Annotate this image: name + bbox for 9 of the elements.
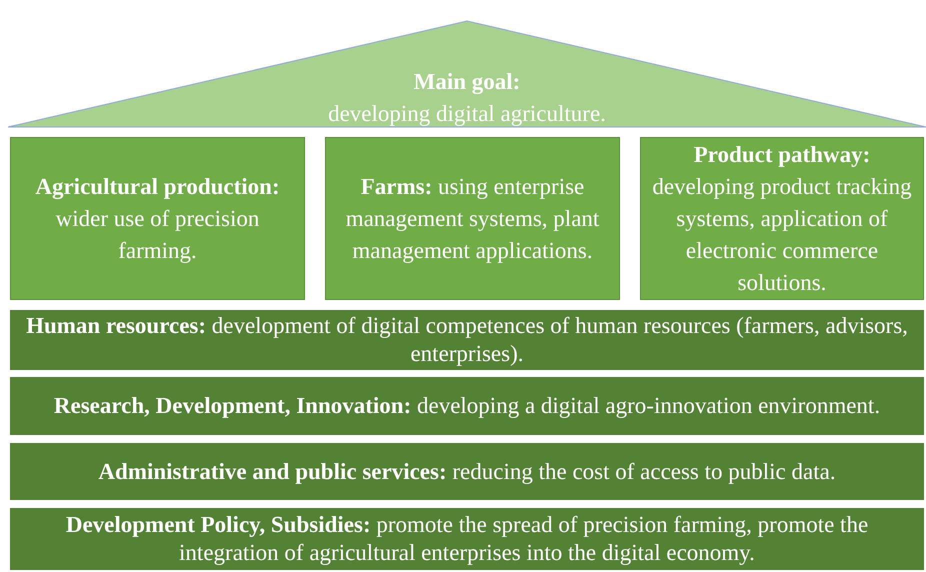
foundation-band: Development Policy, Subsidies: promote the spread of precision farming, promote the integration of agricultural enterprises into the digital economy. xyxy=(10,508,924,570)
heading: Main goal: xyxy=(414,68,520,96)
goal-text: developing digital agriculture. xyxy=(328,100,606,128)
foundation-band: Human resources: development of digital competences of human resources (farmers, advisors, enterprises). xyxy=(10,310,924,370)
pillar-box: Product pathway: developing product tracking systems, application of electronic commerce solutions. xyxy=(640,137,924,300)
foundation-band: Research, Development, Innovation: developing a digital agro-innovation environment. xyxy=(10,377,924,435)
foundation-band: Administrative and public services: reducing the cost of access to public data. xyxy=(10,443,924,500)
pillar-box: Agricultural production: wider use of precision farming. xyxy=(10,137,305,300)
pillar-box: Farms: using enterprise management systems, plant management applications. xyxy=(325,137,620,300)
